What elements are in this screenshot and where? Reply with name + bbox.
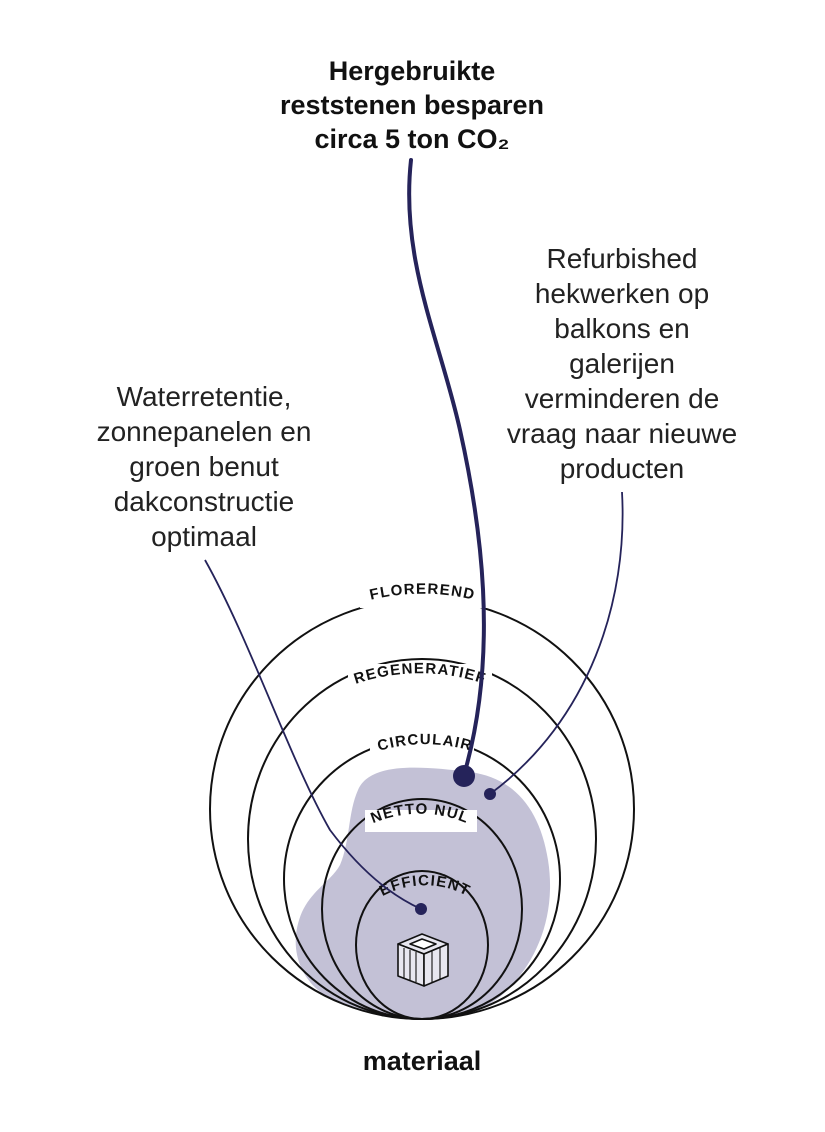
svg-text:circa 5 ton CO₂: circa 5 ton CO₂ xyxy=(314,124,509,154)
svg-text:zonnepanelen en: zonnepanelen en xyxy=(97,416,312,447)
note-right: Refurbished hekwerken op balkons en gale… xyxy=(507,243,737,484)
svg-text:optimaal: optimaal xyxy=(151,521,257,552)
headline: Hergebruikte reststenen besparen circa 5… xyxy=(280,56,544,154)
svg-text:Refurbished: Refurbished xyxy=(547,243,698,274)
svg-text:hekwerken op: hekwerken op xyxy=(535,278,709,309)
note-left: Waterretentie, zonnepanelen en groen ben… xyxy=(97,381,312,552)
connector-left-note xyxy=(204,559,422,910)
svg-text:galerijen: galerijen xyxy=(569,348,675,379)
dot-headline xyxy=(453,765,475,787)
svg-text:Hergebruikte: Hergebruikte xyxy=(329,56,496,86)
svg-text:groen benut: groen benut xyxy=(129,451,279,482)
ring-efficient xyxy=(355,870,489,1020)
svg-text:dakconstructie: dakconstructie xyxy=(114,486,295,517)
label-florerend: FLOREREND xyxy=(368,581,477,604)
dot-left-note xyxy=(415,903,427,915)
svg-text:balkons en: balkons en xyxy=(554,313,689,344)
label-circulair: CIRCULAIR xyxy=(376,731,475,755)
svg-text:verminderen de: verminderen de xyxy=(525,383,720,414)
dot-right-note xyxy=(484,788,496,800)
svg-text:Waterretentie,: Waterretentie, xyxy=(117,381,292,412)
svg-text:vraag naar nieuwe: vraag naar nieuwe xyxy=(507,418,737,449)
svg-text:producten: producten xyxy=(560,453,685,484)
crate-icon xyxy=(397,933,449,987)
bottom-label: materiaal xyxy=(363,1046,482,1076)
connector-headline xyxy=(407,158,486,777)
svg-text:reststenen besparen: reststenen besparen xyxy=(280,90,544,120)
connector-right-note xyxy=(489,491,624,795)
